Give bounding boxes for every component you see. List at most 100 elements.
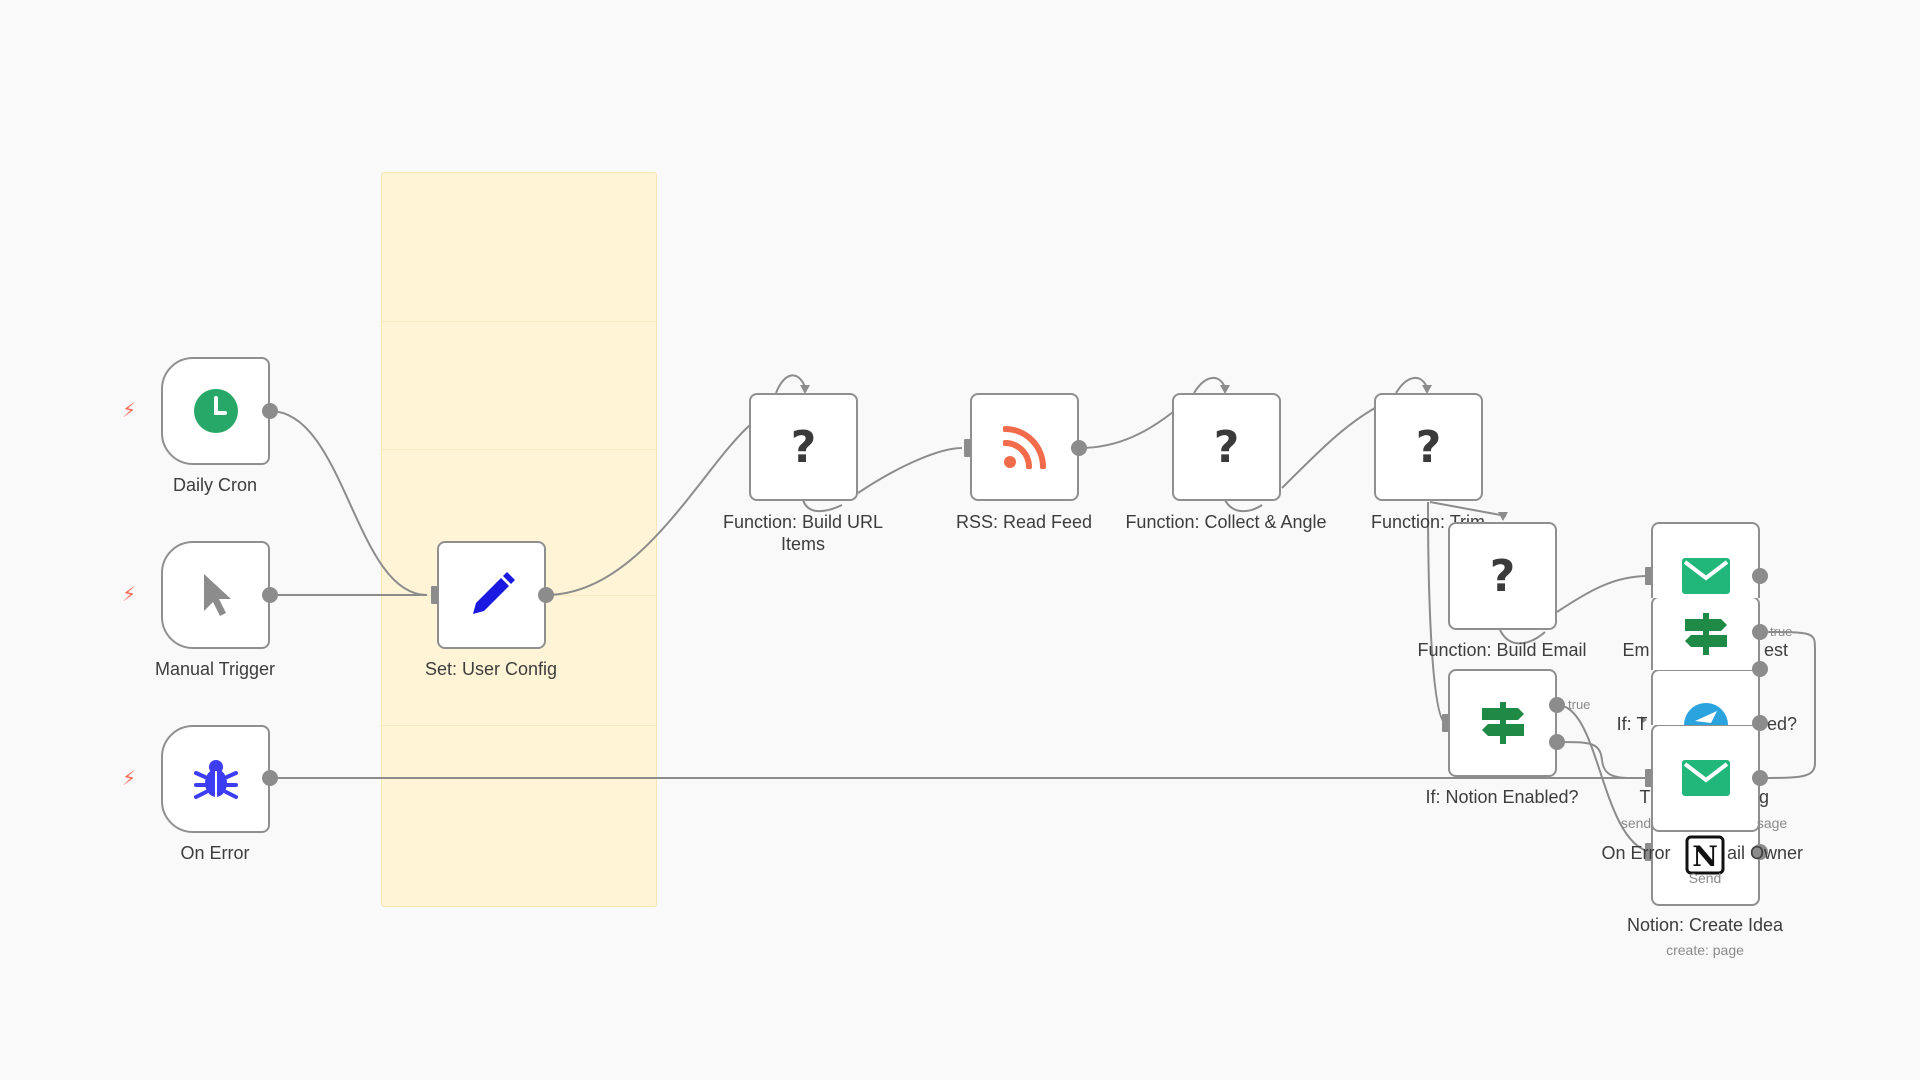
node-daily-cron[interactable] (161, 357, 270, 465)
connection-collect-to-trim[interactable] (1281, 407, 1376, 489)
email-icon (1653, 524, 1758, 632)
connection-collect-under[interactable] (1224, 499, 1263, 513)
node-label: If: T (1616, 714, 1648, 734)
node-label: ail Owner (1726, 843, 1804, 863)
node-function-build-email[interactable]: ? (1448, 522, 1557, 630)
arrowhead (1498, 512, 1508, 521)
node-label: Manual Trigger (154, 659, 276, 679)
arrowhead (1422, 385, 1432, 394)
node-label: Set: User Config (424, 659, 558, 679)
signpost-icon (1450, 671, 1555, 775)
pencil-icon (439, 543, 544, 647)
node-label: ed? (1766, 714, 1798, 734)
connection-trim-to-build-email[interactable] (1429, 501, 1507, 517)
branch-label-true: true (1770, 624, 1793, 639)
node-label: Em (1622, 640, 1650, 660)
output-port[interactable] (262, 587, 278, 603)
question-icon: ? (1213, 421, 1240, 473)
connection-build-url-loop[interactable] (775, 374, 807, 394)
node-manual-trigger[interactable] (161, 541, 270, 649)
input-port[interactable] (1645, 567, 1653, 585)
node-if-second[interactable] (1651, 596, 1760, 670)
sticky-note-divider (382, 321, 656, 322)
connection-email-top-true[interactable] (1759, 631, 1816, 779)
node-email-send-top[interactable] (1651, 522, 1760, 598)
node-label: Daily Cron (172, 475, 258, 495)
bug-icon (163, 727, 268, 831)
output-port[interactable] (1071, 440, 1087, 456)
connection-cron-to-set[interactable] (269, 410, 428, 596)
svg-text:N: N (1692, 840, 1718, 873)
signpost-icon (1653, 598, 1758, 670)
output-port[interactable] (262, 403, 278, 419)
question-icon: ? (790, 421, 817, 473)
output-port-true[interactable] (1549, 697, 1565, 713)
notion-icon: N (1653, 800, 1758, 938)
node-subtitle: create: page (1666, 942, 1744, 958)
question-icon: ? (1489, 550, 1516, 602)
connection-build-url-to-rss[interactable] (857, 447, 963, 494)
trigger-bolt-icon: ⚡ (122, 766, 137, 790)
connection-if-notion-true[interactable] (1556, 704, 1651, 853)
output-port[interactable] (1752, 568, 1768, 584)
input-port[interactable] (1645, 843, 1653, 861)
input-port[interactable] (964, 439, 972, 457)
connection-if-notion-false[interactable] (1556, 741, 1649, 780)
sticky-note-divider (382, 725, 656, 726)
output-port-false[interactable] (1549, 734, 1565, 750)
node-label: Function: Build URL Items (722, 512, 884, 554)
node-set-user-config[interactable] (437, 541, 546, 649)
input-port[interactable] (1645, 769, 1653, 787)
trigger-bolt-icon: ⚡ (122, 398, 137, 422)
node-on-error[interactable] (161, 725, 270, 833)
connection-build-email-to-email[interactable] (1556, 575, 1649, 613)
node-label: RSS: Read Feed (955, 512, 1093, 532)
node-label: T (1639, 787, 1651, 807)
node-rss-read-feed[interactable] (970, 393, 1079, 501)
arrowhead (1641, 716, 1647, 724)
clock-icon (163, 359, 268, 463)
node-subtitle: sage (1756, 815, 1788, 831)
node-label: On Error (180, 843, 250, 863)
branch-label-true: true (1568, 697, 1591, 712)
question-icon: ? (1415, 421, 1442, 473)
cursor-icon (163, 543, 268, 647)
email-icon (1653, 726, 1758, 830)
connection-rss-to-collect[interactable] (1079, 411, 1174, 449)
input-port[interactable] (1442, 714, 1450, 732)
node-email-send-bottom[interactable] (1651, 724, 1760, 832)
node-function-collect-angle[interactable]: ? (1172, 393, 1281, 501)
telegram-icon (1653, 671, 1758, 725)
output-port[interactable] (1752, 770, 1768, 786)
node-label: g (1758, 787, 1770, 807)
sticky-note-divider (382, 449, 656, 450)
rss-icon (972, 395, 1077, 499)
node-label: est (1763, 640, 1789, 660)
connection-build-email-under[interactable] (1499, 629, 1546, 645)
node-label: If: Notion Enabled? (1425, 787, 1579, 807)
node-function-build-url-items[interactable]: ? (749, 393, 858, 501)
connection-set-to-build-url[interactable] (545, 424, 751, 596)
node-label: Function: Collect & Angle (1125, 512, 1327, 532)
connection-trim-to-if-notion[interactable] (1427, 501, 1446, 724)
node-if-notion-enabled[interactable] (1448, 669, 1557, 777)
output-port[interactable] (1752, 844, 1768, 860)
node-label: Notion: Create Idea (1626, 915, 1784, 935)
output-port-false[interactable] (1752, 661, 1768, 677)
output-port[interactable] (538, 587, 554, 603)
node-label: Function: Build Email (1417, 640, 1587, 660)
output-port[interactable] (262, 770, 278, 786)
node-telegram[interactable] (1651, 669, 1760, 725)
trigger-bolt-icon: ⚡ (122, 582, 137, 606)
node-function-trim[interactable]: ? (1374, 393, 1483, 501)
node-subtitle: Send (1688, 870, 1722, 886)
arrowhead (1220, 385, 1230, 394)
output-port-true[interactable] (1752, 624, 1768, 640)
connection-build-url-under[interactable] (802, 499, 843, 513)
input-port[interactable] (431, 586, 439, 604)
arrowhead (800, 385, 810, 394)
output-port[interactable] (1752, 715, 1768, 731)
node-subtitle: send (1620, 815, 1652, 831)
